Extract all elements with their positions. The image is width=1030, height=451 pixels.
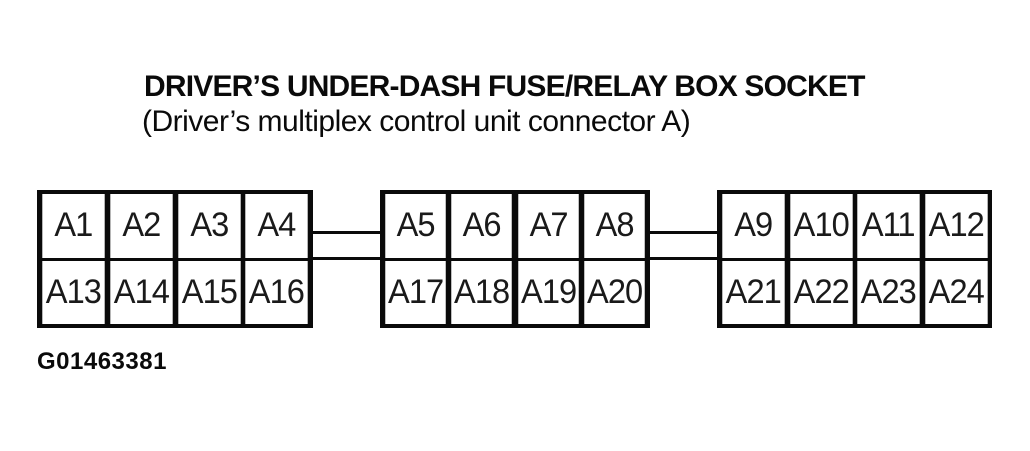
socket-cell-a13: A13 <box>42 260 105 324</box>
socket-cell-a10: A10 <box>789 194 852 258</box>
page-subtitle: (Driver’s multiplex control unit connect… <box>142 105 691 138</box>
socket-cell-a7: A7 <box>517 194 579 258</box>
connector-block-right: A9 A10 A11 A12 A21 A22 A23 A24 <box>717 190 992 328</box>
socket-cell-a19: A19 <box>517 260 579 324</box>
socket-cell-a6: A6 <box>451 194 513 258</box>
figure-id: G01463381 <box>37 348 167 375</box>
socket-cell-a22: A22 <box>789 260 852 324</box>
socket-cell-a24: A24 <box>924 260 987 324</box>
socket-cell-a11: A11 <box>857 194 920 258</box>
connector-block-middle: A5 A6 A7 A8 A17 A18 A19 A20 <box>380 190 650 328</box>
socket-cell-a14: A14 <box>110 260 173 324</box>
socket-cell-a16: A16 <box>245 260 308 324</box>
socket-cell-a2: A2 <box>110 194 173 258</box>
connector-block-left: A1 A2 A3 A4 A13 A14 A15 A16 <box>37 190 313 328</box>
bridge-line-right-upper <box>647 231 720 234</box>
socket-cell-a23: A23 <box>857 260 920 324</box>
socket-cell-a5: A5 <box>385 194 446 258</box>
bridge-line-left-lower <box>310 257 383 260</box>
socket-cell-a8: A8 <box>584 194 645 258</box>
bridge-line-right-lower <box>647 257 720 260</box>
socket-cell-a15: A15 <box>177 260 240 324</box>
socket-cell-a4: A4 <box>245 194 308 258</box>
socket-cell-a20: A20 <box>584 260 645 324</box>
socket-cell-a1: A1 <box>42 194 105 258</box>
bridge-line-left-upper <box>310 231 383 234</box>
socket-cell-a3: A3 <box>177 194 240 258</box>
socket-cell-a17: A17 <box>385 260 446 324</box>
socket-cell-a12: A12 <box>924 194 987 258</box>
socket-cell-a18: A18 <box>451 260 513 324</box>
page-title: DRIVER’S UNDER-DASH FUSE/RELAY BOX SOCKE… <box>144 70 865 103</box>
socket-cell-a21: A21 <box>722 260 785 324</box>
socket-cell-a9: A9 <box>722 194 785 258</box>
